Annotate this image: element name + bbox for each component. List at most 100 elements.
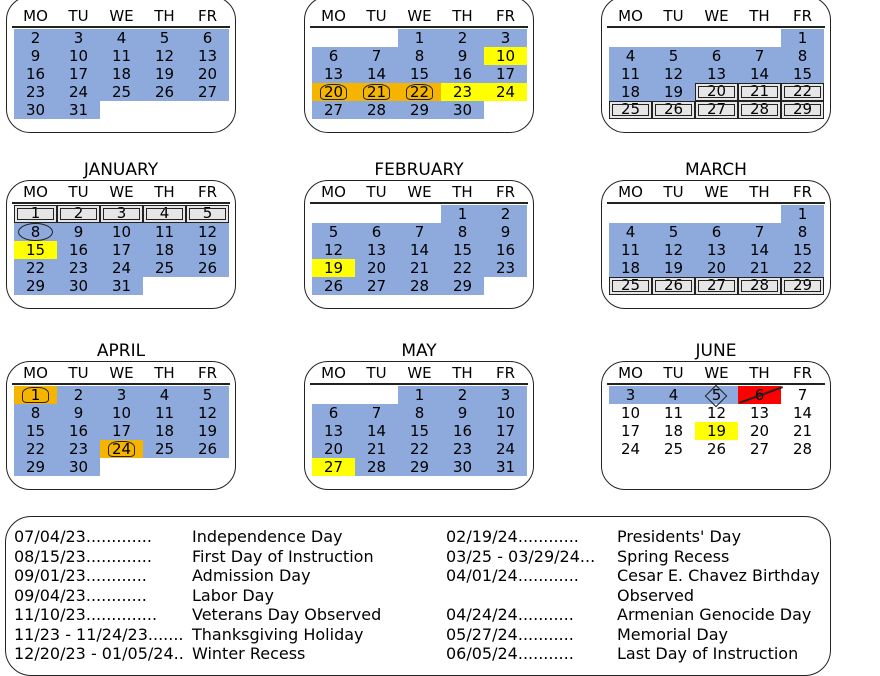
day-cell: 6 bbox=[738, 386, 781, 404]
day-cell: 2 bbox=[484, 205, 527, 223]
legend-event-name: Veterans Day Observed bbox=[192, 605, 382, 624]
weekday-tu: TU bbox=[663, 183, 684, 201]
day-cell: 28 bbox=[355, 101, 398, 119]
day-cell: 10 bbox=[484, 47, 527, 65]
legend-event-name: Spring Recess bbox=[617, 546, 730, 566]
legend-event-name: Observed bbox=[617, 585, 694, 605]
day-cell: 21 bbox=[738, 83, 781, 101]
weekday-tu: TU bbox=[663, 364, 684, 382]
header-underline bbox=[310, 26, 528, 28]
day-cell: 20 bbox=[695, 259, 738, 277]
day-cell: 25 bbox=[100, 83, 143, 101]
day-cell: 19 bbox=[186, 422, 229, 440]
day-cell: 2 bbox=[57, 386, 100, 404]
day-cell: 29 bbox=[441, 277, 484, 295]
weekday-tu: TU bbox=[366, 364, 387, 382]
day-cell: 14 bbox=[738, 241, 781, 259]
day-cell: 30 bbox=[14, 101, 57, 119]
weekday-mo: MO bbox=[23, 364, 48, 382]
day-cell: 3 bbox=[484, 386, 527, 404]
weekday-fr: FR bbox=[792, 7, 813, 25]
day-cell: 10 bbox=[484, 404, 527, 422]
legend-row-right: Observed bbox=[446, 586, 694, 606]
legend-date: 06/05/24........... bbox=[446, 644, 574, 663]
day-cell: 11 bbox=[143, 404, 186, 422]
day-cell: 12 bbox=[186, 223, 229, 241]
day-cell: 8 bbox=[398, 47, 441, 65]
day-cell: 4 bbox=[609, 47, 652, 65]
day-cell: 17 bbox=[620, 422, 641, 440]
weekday-tu: TU bbox=[68, 7, 89, 25]
day-cell: 5 bbox=[652, 223, 695, 241]
legend-row-left: 11/10/23.............. Veterans Day Obser… bbox=[14, 605, 381, 625]
day-cell: 21 bbox=[738, 259, 781, 277]
day-cell: 13 bbox=[355, 241, 398, 259]
day-cell: 15 bbox=[781, 241, 824, 259]
legend-row-left: 12/20/23 - 01/05/24..Winter Recess bbox=[14, 644, 305, 664]
day-cell: 27 bbox=[355, 277, 398, 295]
weekday-tu: TU bbox=[663, 7, 684, 25]
header-underline bbox=[607, 26, 825, 28]
weekday-mo: MO bbox=[618, 7, 643, 25]
day-cell: 18 bbox=[609, 259, 652, 277]
day-cell: 19 bbox=[695, 422, 738, 440]
month-title-may: MAY bbox=[401, 341, 437, 361]
day-cell: 9 bbox=[441, 47, 484, 65]
legend-row-right: 06/05/24...........Last Day of Instructi… bbox=[446, 644, 798, 664]
day-cell: 3 bbox=[100, 386, 143, 404]
day-cell: 4 bbox=[143, 205, 186, 223]
legend-date: 11/10/23.............. bbox=[14, 605, 158, 624]
legend-row-right: 02/19/24............Presidents' Day bbox=[446, 527, 741, 547]
day-cell: 29 bbox=[14, 277, 57, 295]
weekday-mo: MO bbox=[321, 7, 346, 25]
day-cell: 29 bbox=[781, 277, 824, 295]
day-cell: 9 bbox=[484, 223, 527, 241]
day-cell: 2 bbox=[57, 205, 100, 223]
day-cell: 23 bbox=[441, 440, 484, 458]
day-cell: 19 bbox=[652, 83, 695, 101]
day-cell: 19 bbox=[143, 65, 186, 83]
day-cell: 10 bbox=[100, 404, 143, 422]
weekday-we: WE bbox=[704, 364, 729, 382]
weekday-we: WE bbox=[109, 7, 134, 25]
day-cell: 29 bbox=[781, 101, 824, 119]
day-cell: 30 bbox=[57, 277, 100, 295]
day-cell: 4 bbox=[143, 386, 186, 404]
day-cell: 24 bbox=[100, 440, 143, 458]
day-cell: 26 bbox=[706, 440, 727, 458]
legend-date: 07/04/23............. bbox=[14, 527, 152, 546]
day-cell: 23 bbox=[441, 83, 484, 101]
day-cell: 31 bbox=[100, 277, 143, 295]
legend-row-right: 04/01/24............Cesar E. Chavez Birt… bbox=[446, 566, 820, 586]
weekday-we: WE bbox=[407, 7, 432, 25]
day-cell: 1 bbox=[781, 29, 824, 47]
day-cell: 13 bbox=[312, 65, 355, 83]
day-cell: 8 bbox=[14, 404, 57, 422]
day-cell: 4 bbox=[652, 386, 695, 404]
legend-event-name: Independence Day bbox=[192, 527, 343, 546]
legend-row-left: 07/04/23............. Independence Day bbox=[14, 527, 342, 547]
legend-row-left: 08/15/23.............First Day of Instru… bbox=[14, 546, 374, 567]
day-cell: 12 bbox=[652, 241, 695, 259]
day-cell: 31 bbox=[57, 101, 100, 119]
day-cell: 7 bbox=[738, 47, 781, 65]
day-cell: 21 bbox=[355, 83, 398, 101]
day-cell: 12 bbox=[186, 404, 229, 422]
weekday-we: WE bbox=[704, 183, 729, 201]
day-cell: 22 bbox=[14, 259, 57, 277]
header-underline bbox=[12, 26, 230, 28]
day-cell: 14 bbox=[398, 241, 441, 259]
legend-date: 08/15/23............. bbox=[14, 546, 152, 566]
day-cell: 26 bbox=[186, 440, 229, 458]
day-cell: 16 bbox=[14, 65, 57, 83]
day-cell: 17 bbox=[100, 422, 143, 440]
legend-date: 09/04/23............ bbox=[14, 585, 147, 605]
weekday-fr: FR bbox=[792, 183, 813, 201]
day-cell: 28 bbox=[738, 101, 781, 119]
